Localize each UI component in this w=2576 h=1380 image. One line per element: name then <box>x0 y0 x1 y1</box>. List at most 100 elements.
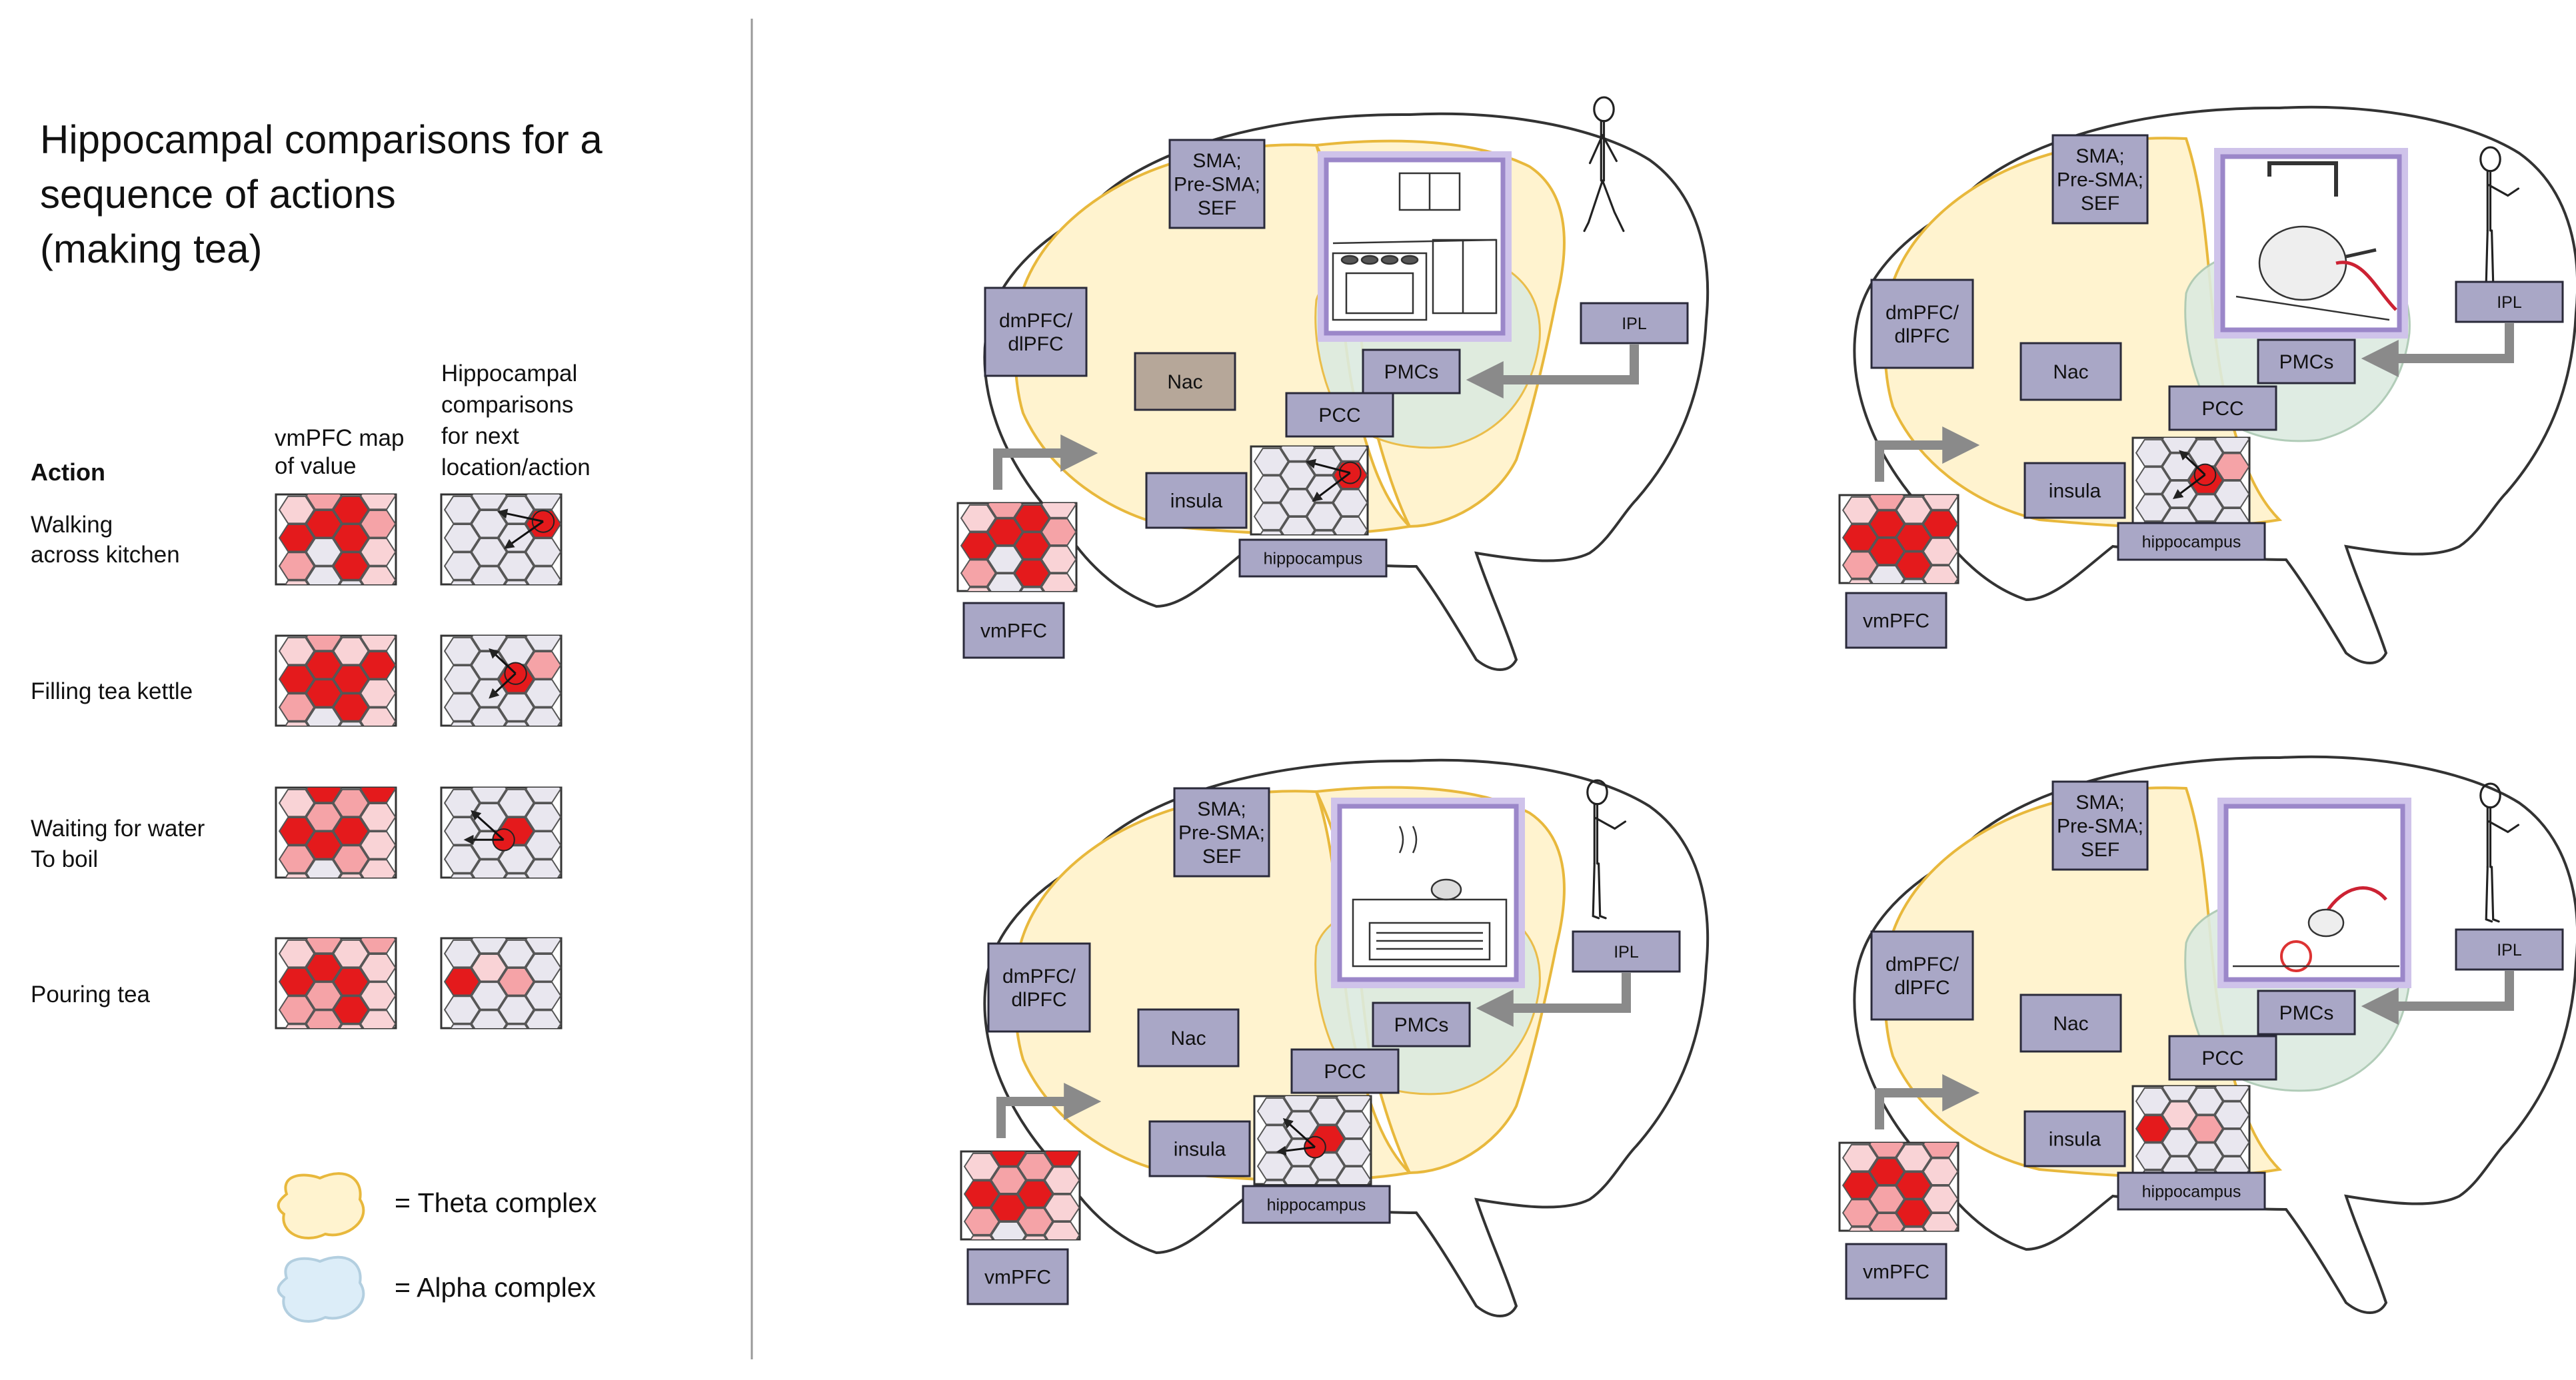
table-row <box>275 634 563 727</box>
vmpfc-arrow <box>1875 1074 1980 1129</box>
vmpfc-arrow <box>993 434 1098 490</box>
hippocampal-comparisons-header: location/action <box>441 454 591 480</box>
hex-cell <box>960 504 996 532</box>
hex-cell <box>1312 530 1336 534</box>
hex-cell <box>360 494 396 510</box>
table-row <box>275 786 563 879</box>
hex-cell <box>1336 1096 1371 1111</box>
hex-cell <box>960 532 996 560</box>
scene-glow <box>2217 798 2411 988</box>
counter-top <box>1332 239 1497 245</box>
dmpfc-label-text: dlPFC <box>1894 325 1949 347</box>
hex-cells <box>278 494 396 584</box>
hex-grid <box>440 493 563 586</box>
hex-cell <box>525 938 561 954</box>
hex-cell <box>305 1010 343 1028</box>
vmpfc-label-text: vmPFC <box>1863 610 1930 632</box>
vmpfc-label-box <box>966 1248 1069 1305</box>
title-line: Hippocampal comparisons for a <box>40 117 603 162</box>
hex-cell <box>2135 1115 2171 1143</box>
hex-cell <box>339 1024 363 1028</box>
insula-label: insula <box>2023 462 2126 519</box>
steam <box>1398 826 1418 854</box>
hex-cell <box>498 939 535 968</box>
hex-cell <box>2188 1142 2224 1170</box>
figure-legs <box>1592 862 1607 920</box>
hex-cell <box>2135 466 2171 494</box>
figure-legs <box>1583 179 1625 233</box>
scene-glow <box>1331 798 1525 988</box>
ipl-label: IPL <box>1572 930 1681 973</box>
hex-cells <box>1256 1096 1371 1184</box>
hex-cell <box>1256 1125 1292 1153</box>
sma-label-text: SMA; <box>2075 792 2124 814</box>
theta-complex-swatch <box>277 1172 365 1239</box>
hippocampus-label-box <box>2117 1171 2266 1211</box>
dmpfc-label: dmPFC/dlPFC <box>1870 930 1974 1021</box>
vmpfc-label: vmPFC <box>966 1248 1069 1305</box>
hex-cell <box>360 982 396 1010</box>
hex-cell <box>525 494 561 510</box>
pcc-label: PCC <box>2168 1035 2277 1081</box>
hippocampus-label-text: hippocampus <box>2142 532 2241 551</box>
figure-arms <box>2487 820 2520 834</box>
comparison-arrow <box>504 520 544 549</box>
hex-cell <box>525 566 561 584</box>
hex-cell <box>498 968 535 996</box>
hex-cell <box>305 650 343 680</box>
insula-label-text: insula <box>1170 490 1223 512</box>
ipl-label-text: IPL <box>1614 943 1639 962</box>
pmcs-label: PMCs <box>1362 348 1461 394</box>
hex-cell <box>360 802 396 832</box>
hex-grid <box>2131 1085 2251 1175</box>
hex-cell <box>305 707 343 726</box>
hex-cell <box>443 665 481 694</box>
kettle-spout <box>2345 248 2377 259</box>
pcc-label-box <box>2168 385 2277 431</box>
hex-cell <box>1280 461 1316 490</box>
vmpfc-label-box <box>962 602 1065 659</box>
burner <box>1340 255 1359 265</box>
dmpfc-label: dmPFC/dlPFC <box>1870 279 1974 369</box>
table-row <box>275 493 563 586</box>
hex-cell <box>504 721 529 726</box>
hex-cell <box>525 859 561 878</box>
hex-cell <box>278 665 315 694</box>
hex-cell <box>2214 452 2249 481</box>
hex-cell <box>2161 438 2197 453</box>
hex-cell <box>305 538 343 566</box>
hex-cell <box>2135 438 2171 467</box>
hex-cell <box>1014 559 1050 587</box>
hippocampus-label-box <box>1242 1185 1391 1224</box>
pcc-label-box <box>1285 392 1394 438</box>
hex-cell <box>966 586 990 591</box>
oven-door <box>1345 272 1414 315</box>
hex-cell <box>1014 504 1050 532</box>
hex-cell <box>443 845 481 874</box>
hex-cell <box>471 538 508 566</box>
hex-cell <box>443 996 481 1024</box>
insula-label: insula <box>1145 472 1248 529</box>
hex-cell <box>2214 480 2249 508</box>
hex-cell <box>278 636 315 666</box>
scene-glow <box>1318 151 1512 342</box>
hex-cell <box>990 1151 1027 1167</box>
hex-grid <box>275 634 397 727</box>
hex-cell <box>963 1180 1000 1208</box>
hex-cell <box>1332 488 1368 517</box>
hex-cell <box>450 873 474 878</box>
hex-cell <box>450 1024 474 1028</box>
pcc-label-box <box>1290 1048 1400 1094</box>
pcc-label-box <box>2168 1035 2277 1081</box>
hex-cell <box>1896 496 1932 524</box>
hex-cell <box>1310 1097 1346 1125</box>
hippocampus-label: hippocampus <box>2117 1171 2266 1211</box>
hippocampus-label: hippocampus <box>2117 522 2266 561</box>
hex-cell <box>333 552 369 580</box>
comparison-arrow <box>489 648 517 674</box>
hex-cell <box>990 1221 1027 1239</box>
hex-grid <box>275 937 397 1030</box>
ipl-label: IPL <box>2455 281 2564 323</box>
hex-cell <box>278 996 315 1024</box>
